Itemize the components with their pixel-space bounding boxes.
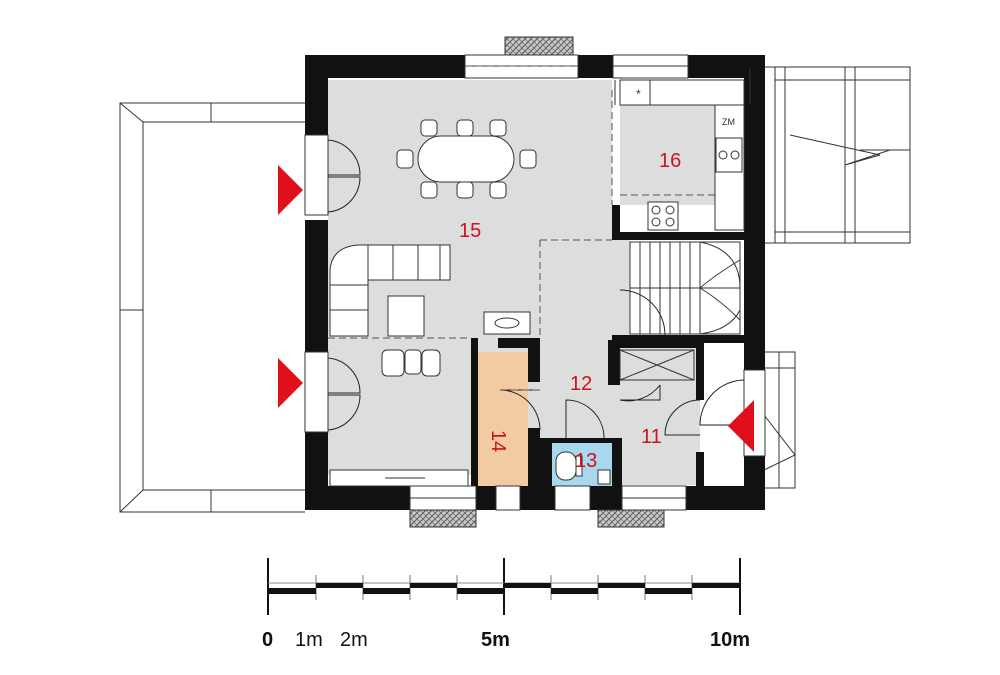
fireplace [483, 311, 531, 335]
stove-icon [647, 201, 679, 231]
room-16-label: 16 [659, 150, 681, 172]
scale-label-2m: 2m [340, 629, 368, 651]
scale-bar: 0 1m 2m 5m 10m [262, 558, 750, 651]
fridge-icon [619, 79, 651, 106]
lower-room-furniture [329, 349, 469, 487]
dashed-lines [328, 65, 715, 391]
entry-arrows [278, 165, 754, 452]
dining-set [396, 119, 537, 199]
room-15-label: 15 [459, 220, 481, 242]
room-12-label: 12 [570, 373, 592, 395]
kitchen-units: ZM * [614, 68, 751, 231]
sofa [329, 244, 451, 337]
entry-arrow-icon [728, 400, 754, 452]
window-grates [409, 36, 665, 528]
hall-wardrobe [619, 349, 695, 381]
toilet-icon [555, 451, 577, 481]
room-16-floor [620, 105, 715, 205]
room-14-floor [478, 352, 528, 486]
room-14-label: 14 [487, 430, 509, 452]
entry-arrow-icon [278, 165, 303, 215]
room-labels: 15 16 12 13 11 14 [459, 150, 681, 472]
washbasin-icon [597, 469, 611, 485]
svg-text:ZM: ZM [722, 117, 735, 127]
entry-arrow-icon [278, 358, 303, 408]
scale-label-5m: 5m [481, 629, 510, 651]
right-pergola [765, 66, 911, 244]
scale-label-0: 0 [262, 629, 273, 651]
entrance-porch [763, 351, 796, 489]
svg-text:*: * [636, 87, 641, 101]
staircase [629, 241, 741, 335]
scale-label-1m: 1m [295, 629, 323, 651]
left-terrace [119, 102, 305, 513]
scale-label-10m: 10m [710, 629, 750, 651]
room-11-label: 11 [641, 426, 662, 448]
bathroom-fixtures [555, 451, 611, 485]
room-13-label: 13 [575, 450, 597, 472]
